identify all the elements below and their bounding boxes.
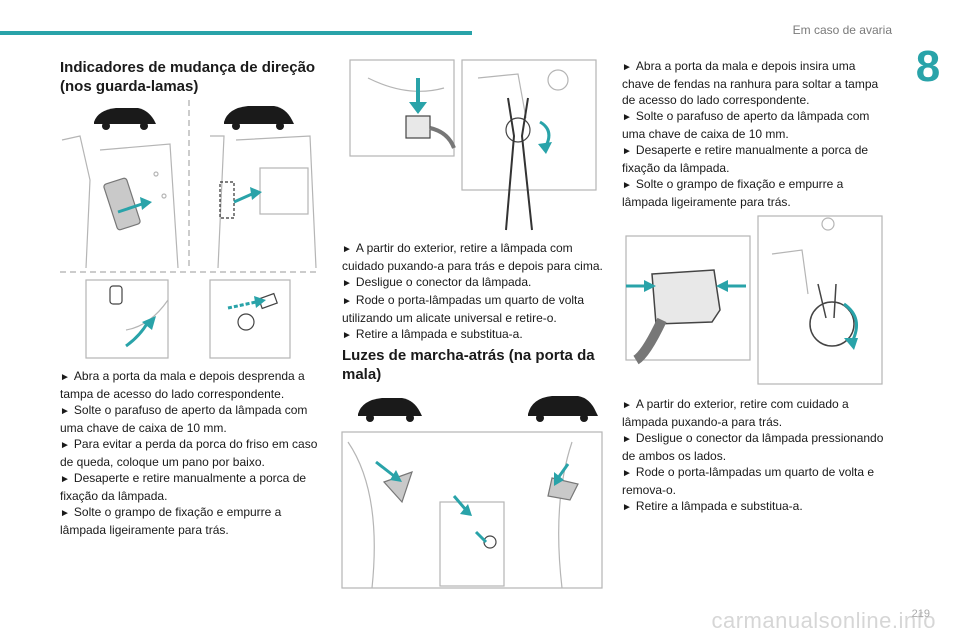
illustration-bulb-removal (349, 59, 597, 231)
heading-reversing-lights: Luzes de marcha-atrás (na porta da mala) (342, 347, 595, 383)
steps-bulb-connector: ►A partir do exterior, retire com cuidad… (622, 396, 886, 516)
step-item: ►Abra a porta da mala e depois desprenda… (60, 369, 305, 401)
bullet-arrow-icon: ► (622, 400, 632, 411)
watermark: carmanualsonline.info (711, 608, 936, 633)
step-item: ►Abra a porta da mala e depois insira um… (622, 59, 879, 107)
step-item: ►Desligue o conector da lâmpada pression… (622, 431, 884, 463)
bullet-arrow-icon: ► (342, 330, 352, 341)
bullet-arrow-icon: ► (622, 62, 632, 73)
page-number: 219 (911, 608, 930, 620)
step-item: ►Solte o grampo de fixação e empurre a l… (60, 505, 282, 537)
illustration-fender-indicator (60, 100, 318, 359)
car-silhouette-right-icon (528, 396, 598, 422)
bullet-arrow-icon: ► (622, 434, 632, 445)
step-item: ►Rode o porta-lâmpadas um quarto de volt… (622, 465, 875, 497)
steps-bulb-removal: ►A partir do exterior, retire a lâmpada … (342, 240, 604, 344)
bullet-arrow-icon: ► (622, 180, 632, 191)
bullet-arrow-icon: ► (60, 474, 70, 485)
steps-access-cover: ►Abra a porta da mala e depois insira um… (622, 58, 886, 210)
header-accent-bar (0, 31, 472, 35)
step-item: ►Solte o parafuso de aperto da lâmpada c… (60, 403, 308, 435)
step-item: ►Retire a lâmpada e substitua-a. (622, 499, 803, 513)
heading-turn-indicators: Indicadores de mudança de direção (nos g… (60, 59, 316, 95)
car-silhouette-left-icon (94, 108, 156, 130)
section-title: Em caso de avaria (792, 23, 892, 37)
step-item: ►Para evitar a perda da porca do friso e… (60, 437, 318, 469)
step-item: ►Desligue o conector da lâmpada. (342, 275, 532, 289)
step-item: ►A partir do exterior, retire com cuidad… (622, 397, 849, 429)
bullet-arrow-icon: ► (622, 112, 632, 123)
bullet-arrow-icon: ► (622, 468, 632, 479)
car-silhouette-right-icon (224, 106, 294, 130)
step-item: ►Solte o grampo de fixação e empurre a l… (622, 177, 844, 209)
step-item: ►Solte o parafuso de aperto da lâmpada c… (622, 109, 870, 141)
chapter-tab: 8 (896, 0, 960, 98)
steps-turn-indicators: ►Abra a porta da mala e depois desprenda… (60, 368, 318, 538)
step-item: ►Rode o porta-lâmpadas um quarto de volt… (342, 293, 585, 325)
bullet-arrow-icon: ► (342, 278, 352, 289)
bullet-arrow-icon: ► (622, 146, 632, 157)
step-item: ►A partir do exterior, retire a lâmpada … (342, 241, 603, 273)
bullet-arrow-icon: ► (342, 244, 352, 255)
bullet-arrow-icon: ► (60, 372, 70, 383)
illustration-reversing-lights (341, 396, 603, 589)
illustration-bulb-connector (625, 215, 883, 385)
chapter-number: 8 (915, 42, 941, 91)
step-item: ►Desaperte e retire manualmente a porca … (60, 471, 307, 503)
bullet-arrow-icon: ► (60, 406, 70, 417)
bullet-arrow-icon: ► (60, 440, 70, 451)
bullet-arrow-icon: ► (60, 508, 70, 519)
car-silhouette-left-icon (358, 398, 422, 422)
bullet-arrow-icon: ► (342, 296, 352, 307)
step-item: ►Retire a lâmpada e substitua-a. (342, 327, 523, 341)
step-item: ►Desaperte e retire manualmente a porca … (622, 143, 869, 175)
bullet-arrow-icon: ► (622, 502, 632, 513)
